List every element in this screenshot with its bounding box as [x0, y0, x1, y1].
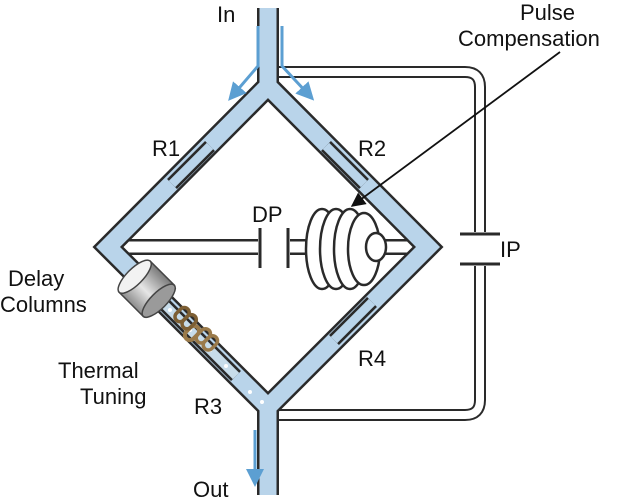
restrictor-r2	[321, 141, 369, 189]
thermal-tuning-heater	[173, 305, 220, 352]
flow-arrows	[228, 26, 315, 487]
pulse-compensation-coil	[304, 207, 388, 291]
label-thermal-line2: Tuning	[80, 384, 146, 409]
label-pulse-line1: Pulse	[520, 0, 575, 25]
ip-bypass-tube	[278, 66, 486, 421]
label-r4: R4	[358, 346, 386, 371]
label-r2: R2	[358, 136, 386, 161]
restrictor-r4	[329, 297, 377, 345]
label-delay-line2: Columns	[0, 292, 87, 317]
label-pulse-line2: Compensation	[458, 26, 600, 51]
label-ip: IP	[500, 237, 521, 262]
label-dp: DP	[252, 202, 283, 227]
label-delay-line1: Delay	[8, 266, 64, 291]
label-out: Out	[193, 477, 228, 501]
ip-restrictor	[460, 232, 500, 266]
bridge-tubing	[92, 8, 444, 495]
label-r3: R3	[194, 394, 222, 419]
pulse-compensation-leader	[350, 51, 561, 207]
label-in: In	[217, 2, 235, 27]
label-r1: R1	[152, 136, 180, 161]
delay-column	[117, 259, 177, 319]
label-thermal-line1: Thermal	[58, 358, 139, 383]
restrictor-r1	[167, 141, 215, 189]
dp-restrictor	[258, 228, 290, 268]
